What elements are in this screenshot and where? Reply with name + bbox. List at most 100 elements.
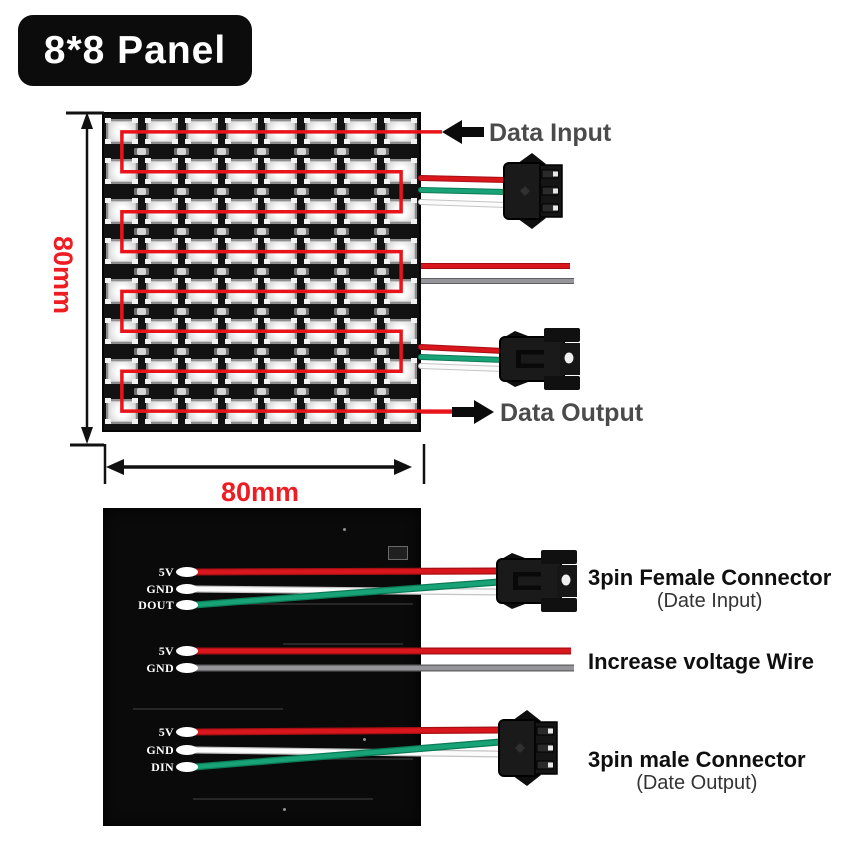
smd-capacitor: [134, 347, 150, 355]
data-output-arrow: [452, 400, 494, 424]
led-chip: [104, 118, 138, 145]
led-chip: [384, 118, 418, 145]
male-connector-annotation: 3pin male Connector (Date Output): [588, 747, 806, 795]
smd-capacitor: [214, 268, 230, 275]
female-connector-label: 3pin Female Connector: [588, 565, 832, 590]
led-chip: [104, 317, 138, 344]
led-chip: [224, 198, 258, 225]
jst-female-connector-back: [496, 549, 578, 613]
led-chip: [384, 158, 418, 185]
led-chip: [184, 238, 218, 265]
led-chip: [264, 118, 298, 145]
solder-pad: [176, 646, 198, 656]
led-chip: [264, 158, 298, 185]
led-chip: [384, 238, 418, 265]
solder-pad: [176, 727, 198, 737]
voltage-wire-label: Increase voltage Wire: [588, 649, 815, 674]
jst-male-connector-back: [498, 709, 558, 787]
led-chip: [184, 118, 218, 145]
led-chip: [144, 277, 178, 304]
led-chip: [144, 397, 178, 424]
smd-capacitor: [333, 307, 349, 315]
led-chip: [104, 277, 138, 304]
smd-capacitor: [174, 307, 190, 315]
led-chip: [184, 357, 218, 384]
male-connector-label: 3pin male Connector: [588, 747, 806, 772]
pad-label-5v: 5V: [158, 565, 174, 579]
smd-capacitor: [254, 268, 269, 275]
pcb-component: [388, 546, 408, 560]
led-chip: [304, 198, 338, 225]
smd-capacitor: [293, 387, 309, 395]
smd-capacitor: [134, 268, 150, 275]
smd-capacitor: [333, 228, 349, 236]
led-chip: [144, 238, 178, 265]
smd-capacitor: [333, 268, 349, 275]
voltage-wire-annotation: Increase voltage Wire: [588, 650, 814, 674]
led-chip: [344, 198, 378, 225]
led-chip: [304, 238, 338, 265]
smd-capacitor: [214, 347, 230, 355]
led-chip: [104, 238, 138, 265]
data-input-arrow: [442, 120, 484, 144]
smd-capacitor: [174, 228, 190, 236]
smd-capacitor: [293, 347, 309, 355]
led-chip: [184, 158, 218, 185]
pad-label-5v: 5V: [158, 644, 174, 658]
led-chip: [224, 277, 258, 304]
led-chip: [224, 158, 258, 185]
solder-pad: [176, 762, 198, 772]
led-chip: [304, 277, 338, 304]
smd-capacitor: [333, 188, 349, 196]
led-chip: [304, 118, 338, 145]
solder-pad: [176, 584, 198, 594]
top-output-wires: [418, 344, 507, 372]
smd-capacitor: [373, 307, 389, 315]
pcb-scratch: [303, 758, 413, 760]
pad-label-dout: DOUT: [138, 598, 174, 612]
led-panel-front: [102, 112, 421, 432]
led-chip: [344, 277, 378, 304]
pcb-scratch: [243, 603, 413, 605]
led-chip: [344, 317, 378, 344]
led-chip: [224, 357, 258, 384]
smd-capacitor: [373, 188, 389, 196]
led-chip: [384, 277, 418, 304]
smd-capacitor: [333, 148, 349, 156]
panel-width-dimension: 80mm: [220, 477, 300, 507]
data-input-label: Data Input: [489, 119, 612, 147]
led-chip: [144, 118, 178, 145]
solder-pad: [176, 567, 198, 577]
led-chip: [264, 317, 298, 344]
female-connector-sublabel: (Date Input): [656, 590, 763, 612]
led-chip: [304, 317, 338, 344]
led-chip: [184, 397, 218, 424]
led-chip: [144, 357, 178, 384]
pad-label-5v: 5V: [158, 725, 174, 739]
smd-capacitor: [214, 188, 230, 196]
led-chip: [304, 158, 338, 185]
led-chip: [384, 317, 418, 344]
smd-capacitor: [174, 268, 190, 275]
smd-capacitor: [333, 387, 349, 395]
led-chip: [144, 317, 178, 344]
smd-capacitor: [373, 387, 389, 395]
bare-power-wires: [421, 263, 574, 284]
pcb-scratch: [193, 798, 373, 800]
smd-capacitor: [214, 387, 230, 395]
smd-capacitor: [174, 387, 190, 395]
male-connector-sublabel: (Date Output): [636, 772, 758, 794]
led-chip: [264, 198, 298, 225]
led-chip: [224, 317, 258, 344]
led-chip: [184, 277, 218, 304]
data-output-label: Data Output: [500, 399, 644, 427]
smd-capacitor: [293, 268, 309, 275]
smd-capacitor: [373, 268, 389, 275]
solder-pad: [176, 663, 198, 673]
smd-capacitor: [293, 228, 309, 236]
pcb-scratch: [283, 643, 403, 645]
smd-capacitor: [214, 148, 230, 156]
led-chip: [104, 198, 138, 225]
smd-capacitor: [333, 347, 349, 355]
